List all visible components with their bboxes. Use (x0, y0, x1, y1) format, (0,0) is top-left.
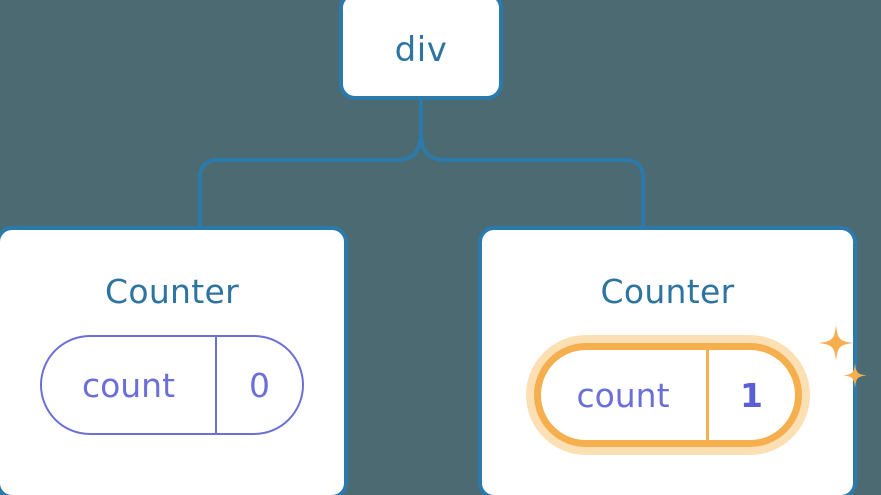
state-value: 1 (740, 375, 763, 415)
state-pill-wrapper-right: count 1 (525, 325, 867, 455)
state-value: 0 (249, 365, 270, 405)
state-pill[interactable]: count 1 (533, 343, 802, 447)
component-title: Counter (105, 272, 239, 311)
connector-branch-right (419, 128, 645, 230)
node-root-div[interactable]: div (339, 0, 503, 100)
sparkles-group (817, 325, 867, 388)
state-pill-highlight-glow: count 1 (525, 325, 867, 455)
state-key: count (42, 337, 217, 433)
component-title: Counter (600, 272, 735, 311)
node-counter-right[interactable]: Counter count 1 (478, 226, 867, 495)
connector-branch-left (198, 128, 423, 230)
state-pill[interactable]: count 0 (40, 335, 304, 435)
sparkle-large-icon (817, 325, 854, 361)
node-counter-left[interactable]: Counter count 0 (0, 226, 348, 495)
state-pill-wrapper-left: count 0 (40, 335, 304, 435)
state-key: count (541, 350, 709, 440)
root-node-label: div (394, 30, 448, 70)
sparkle-small-icon (842, 363, 867, 388)
